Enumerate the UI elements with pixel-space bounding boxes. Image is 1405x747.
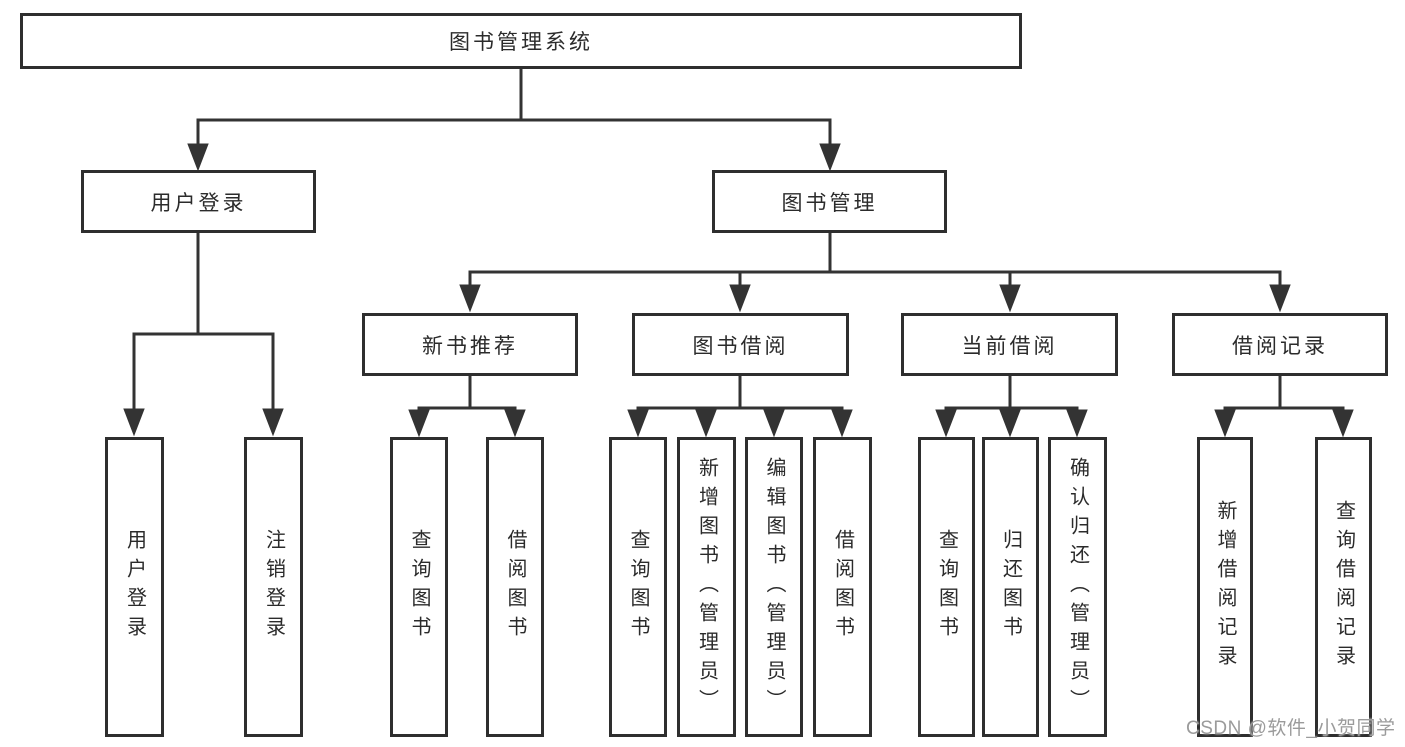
node-user-login: 用户登录 bbox=[81, 170, 316, 233]
arrowheads bbox=[123, 143, 1354, 438]
leaf-logout: 注销登录 bbox=[244, 437, 303, 737]
leaf-query-books-current: 查询图书 bbox=[918, 437, 975, 737]
csdn-watermark: CSDN @软件_小贺同学 bbox=[1186, 718, 1396, 739]
leaf-borrow-books-recommend: 借阅图书 bbox=[486, 437, 544, 737]
leaf-user-login: 用户登录 bbox=[105, 437, 164, 737]
node-book-borrowing: 图书借阅 bbox=[632, 313, 849, 376]
leaf-confirm-return-admin: 确认归还（管理员） bbox=[1048, 437, 1107, 737]
node-new-book-recommend: 新书推荐 bbox=[362, 313, 578, 376]
node-library-management-system: 图书管理系统 bbox=[20, 13, 1022, 69]
node-current-borrowing: 当前借阅 bbox=[901, 313, 1118, 376]
node-book-management: 图书管理 bbox=[712, 170, 947, 233]
leaf-add-borrow-record: 新增借阅记录 bbox=[1197, 437, 1253, 737]
leaf-query-books-recommend: 查询图书 bbox=[390, 437, 448, 737]
leaf-add-books-admin: 新增图书（管理员） bbox=[677, 437, 736, 737]
leaf-query-books-borrowing: 查询图书 bbox=[609, 437, 667, 737]
node-borrowing-records: 借阅记录 bbox=[1172, 313, 1388, 376]
leaf-return-books: 归还图书 bbox=[982, 437, 1039, 737]
leaf-query-borrow-record: 查询借阅记录 bbox=[1315, 437, 1372, 737]
leaf-borrow-books: 借阅图书 bbox=[813, 437, 872, 737]
leaf-edit-books-admin: 编辑图书（管理员） bbox=[745, 437, 803, 737]
